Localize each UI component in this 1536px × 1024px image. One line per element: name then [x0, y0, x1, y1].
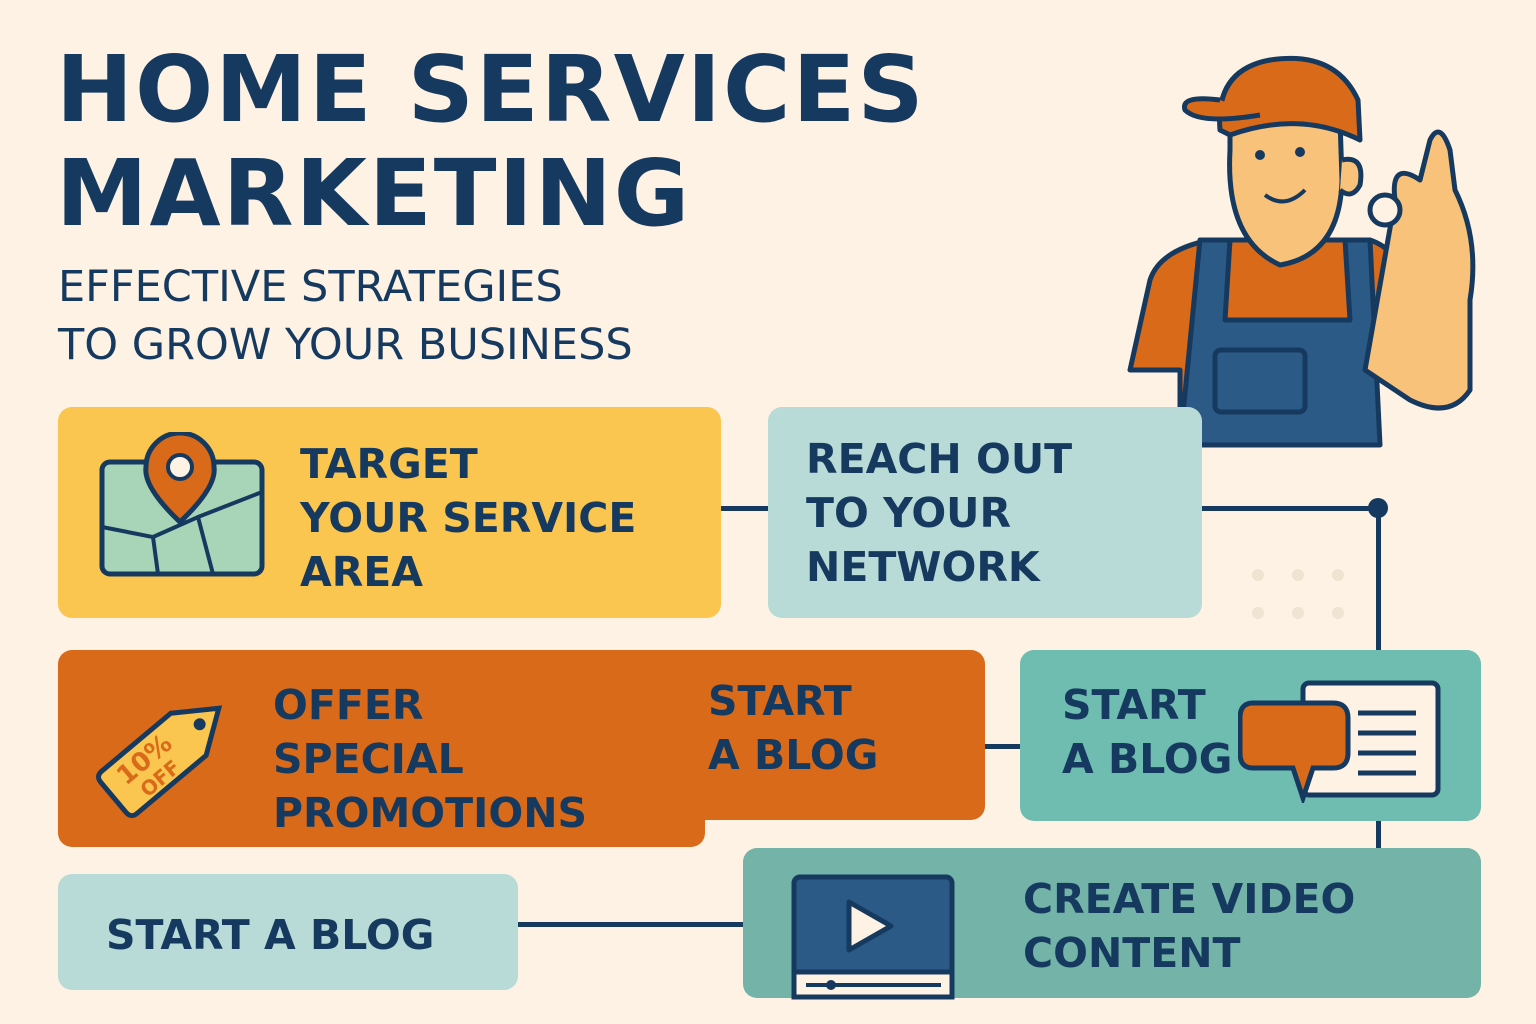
connector [518, 922, 743, 927]
card-label: START A BLOG [1062, 678, 1232, 786]
title-line-2: MARKETING [56, 140, 692, 247]
card-label: TARGET YOUR SERVICE AREA [300, 437, 636, 599]
chat-document-icon [1238, 680, 1441, 803]
label-line: SPECIAL [273, 735, 464, 783]
page-title: HOME SERVICES MARKETING [56, 38, 926, 246]
video-player-icon [791, 874, 955, 1000]
map-pin-icon [99, 432, 265, 577]
card-label: START A BLOG [106, 911, 435, 959]
card-create-video: CREATE VIDEO CONTENT [743, 848, 1481, 1000]
label-line: YOUR SERVICE [300, 494, 637, 542]
decor-dot [1292, 569, 1304, 581]
label-line: A BLOG [708, 731, 879, 779]
subtitle-line-2: TO GROW YOUR BUSINESS [58, 320, 633, 370]
discount-tag-icon: 10% OFF [96, 705, 223, 819]
subtitle-line-1: EFFECTIVE STRATEGIES [58, 262, 563, 312]
card-label: OFFER SPECIAL PROMOTIONS [273, 678, 587, 840]
decor-dot [1292, 607, 1304, 619]
card-label-blog: START A BLOG [708, 674, 878, 782]
card-reach-network: REACH OUT TO YOUR NETWORK [768, 407, 1202, 618]
label-line: AREA [300, 548, 424, 596]
card-extension [58, 800, 705, 847]
decor-dot [1252, 607, 1264, 619]
label-line: CREATE VIDEO [1023, 875, 1356, 923]
label-line: PROMOTIONS [273, 789, 588, 837]
card-label: REACH OUT TO YOUR NETWORK [806, 432, 1072, 594]
label-line: TARGET [300, 440, 478, 488]
title-line-1: HOME SERVICES [56, 36, 926, 143]
label-line: A BLOG [1062, 735, 1233, 783]
card-special-promotions: 10% OFF OFFER SPECIAL PROMOTIONS START A… [58, 650, 985, 847]
decor-dot [1332, 569, 1344, 581]
connector [1376, 821, 1381, 849]
decor-dot [1332, 607, 1344, 619]
label-line: TO YOUR [806, 489, 1012, 537]
card-start-blog-small: START A BLOG [58, 874, 518, 990]
decor-dot [1252, 569, 1264, 581]
label-line: CONTENT [1023, 929, 1241, 977]
label-line: START [1062, 681, 1206, 729]
connector-node [1368, 498, 1388, 518]
card-label: CREATE VIDEO CONTENT [1023, 872, 1355, 980]
connector [1376, 508, 1381, 650]
subtitle: EFFECTIVE STRATEGIES TO GROW YOUR BUSINE… [58, 258, 633, 374]
connector [985, 744, 1020, 749]
connector [721, 506, 768, 511]
connector [1202, 506, 1378, 511]
card-target-service-area: TARGET YOUR SERVICE AREA [58, 407, 721, 618]
label-line: OFFER [273, 681, 424, 729]
label-line: START [708, 677, 852, 725]
label-line: REACH OUT [806, 435, 1073, 483]
label-line: NETWORK [806, 543, 1040, 591]
card-start-blog: START A BLOG [1020, 650, 1481, 821]
worker-illustration [1127, 55, 1476, 448]
